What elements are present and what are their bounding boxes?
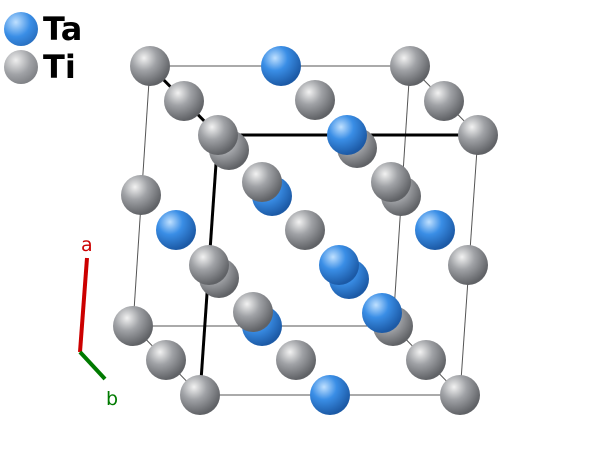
ta-atom[interactable]	[261, 46, 301, 86]
ti-atom[interactable]	[295, 80, 335, 120]
b-axis-arrow	[78, 350, 107, 381]
ta-atom[interactable]	[156, 210, 196, 250]
ti-atom[interactable]	[121, 175, 161, 215]
a-axis-arrow	[78, 257, 89, 353]
ta-atom[interactable]	[327, 115, 367, 155]
ti-atom[interactable]	[130, 46, 170, 86]
ti-atom-swatch-icon	[4, 50, 38, 84]
atoms	[113, 46, 498, 415]
ta-atom[interactable]	[319, 245, 359, 285]
ti-atom[interactable]	[180, 375, 220, 415]
b-axis-label: b	[106, 388, 118, 410]
ti-atom[interactable]	[276, 340, 316, 380]
ti-atom[interactable]	[440, 375, 480, 415]
ta-atom[interactable]	[310, 375, 350, 415]
legend-label-ti: Ti	[43, 48, 76, 86]
axis-indicator: a b	[78, 234, 118, 410]
ti-atom[interactable]	[146, 340, 186, 380]
legend-label-ta: Ta	[43, 10, 83, 48]
a-axis-label: a	[81, 234, 93, 256]
ti-atom[interactable]	[285, 210, 325, 250]
ta-atom[interactable]	[362, 293, 402, 333]
ti-atom[interactable]	[233, 292, 273, 332]
ti-atom[interactable]	[406, 340, 446, 380]
ti-atom[interactable]	[164, 81, 204, 121]
ta-atom-swatch-icon	[4, 12, 38, 46]
ti-atom[interactable]	[198, 115, 238, 155]
ta-atom[interactable]	[415, 210, 455, 250]
ti-atom[interactable]	[113, 306, 153, 346]
ti-atom[interactable]	[448, 245, 488, 285]
ti-atom[interactable]	[458, 115, 498, 155]
ti-atom[interactable]	[424, 81, 464, 121]
ti-atom[interactable]	[189, 245, 229, 285]
ti-atom[interactable]	[242, 162, 282, 202]
ti-atom[interactable]	[371, 162, 411, 202]
ti-atom[interactable]	[390, 46, 430, 86]
